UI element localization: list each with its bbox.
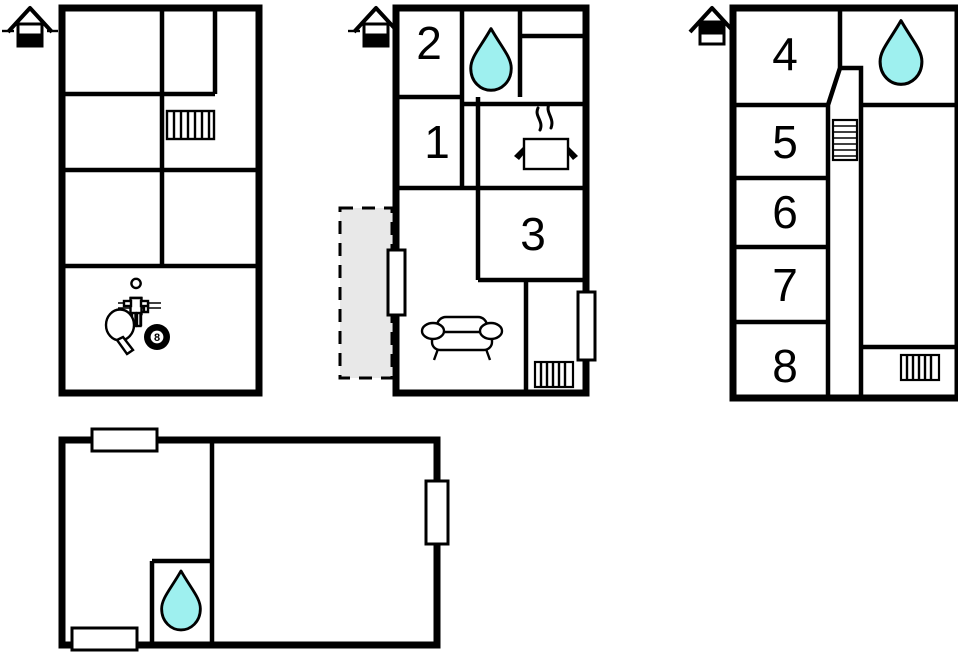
house-level-icon <box>2 6 58 48</box>
cooking-pot-icon <box>514 102 578 171</box>
radiator-icon <box>899 353 941 382</box>
window-icon <box>70 626 139 652</box>
room-number-8: 8 <box>772 340 798 392</box>
room-number-4: 4 <box>772 28 798 80</box>
room-number-6: 6 <box>772 186 798 238</box>
house-level-icon <box>348 6 400 48</box>
plan-basement: 8 <box>2 4 263 397</box>
sofa-icon <box>420 315 504 361</box>
room-number-1: 1 <box>424 116 450 168</box>
room-number-2: 2 <box>416 17 442 69</box>
stairs-icon <box>831 118 859 162</box>
window-icon <box>424 479 450 546</box>
billiard-eight-ball-icon: 8 <box>144 324 170 350</box>
terrace-icon <box>338 206 394 380</box>
table-tennis-paddle-icon <box>104 308 136 356</box>
foosball-player-icon <box>118 277 161 328</box>
plan-upper: 4 5 6 7 8 <box>688 4 958 402</box>
wall <box>840 65 864 398</box>
radiator-icon <box>533 360 575 389</box>
house-level-icon <box>688 6 736 46</box>
room-number-5: 5 <box>772 116 798 168</box>
room-number-7: 7 <box>772 259 798 311</box>
window-icon <box>386 248 407 317</box>
window-icon <box>576 290 597 362</box>
radiator-icon <box>165 109 216 141</box>
plan-annex <box>58 427 450 652</box>
wall <box>825 8 843 398</box>
plan-ground: 2 1 3 <box>338 4 597 397</box>
window-icon <box>90 427 159 453</box>
eight-ball-label: 8 <box>154 332 160 344</box>
room-number-3: 3 <box>520 208 546 260</box>
